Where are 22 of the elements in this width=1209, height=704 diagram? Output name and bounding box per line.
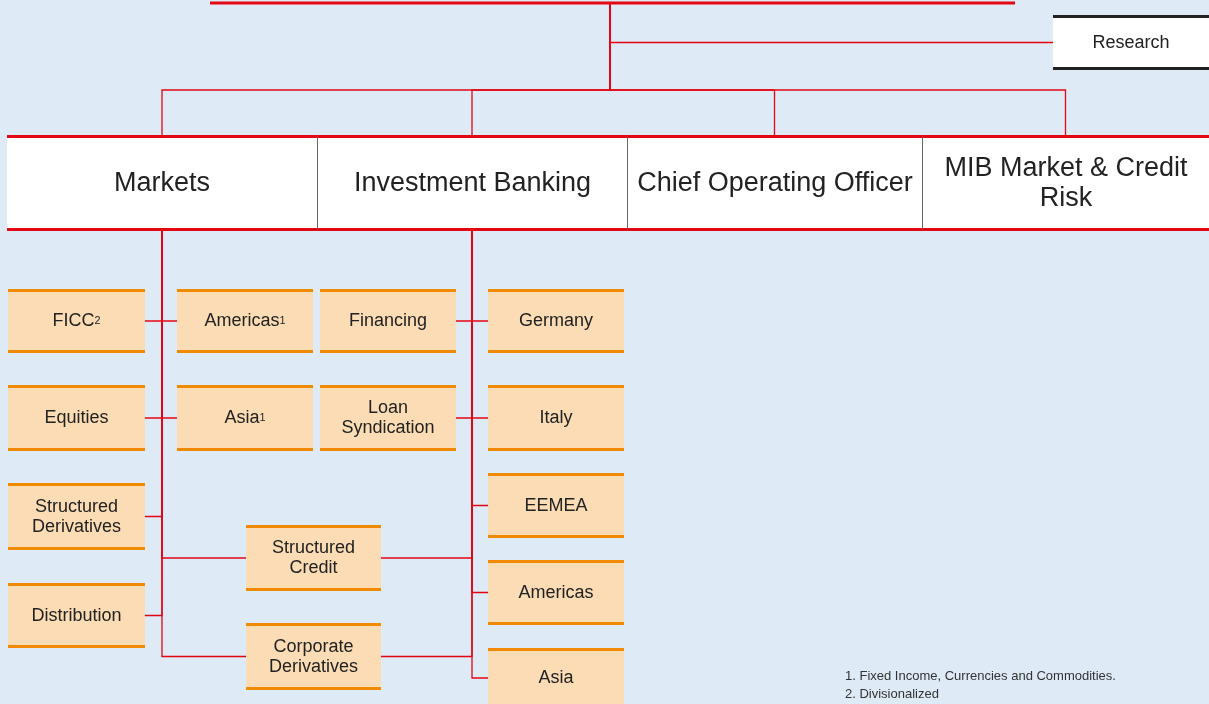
unit-box: Financing xyxy=(320,289,456,353)
division-header: Investment Banking xyxy=(317,135,627,231)
unit-box: Structured Credit xyxy=(246,525,381,591)
unit-box: Equities xyxy=(8,385,145,451)
unit-box: Germany xyxy=(488,289,624,353)
unit-box: Asia xyxy=(488,648,624,704)
division-header: Chief Operating Officer xyxy=(627,135,922,231)
unit-box: Italy xyxy=(488,385,624,451)
division-header: Markets xyxy=(7,135,317,231)
division-header: MIB Market & Credit Risk xyxy=(922,135,1209,231)
unit-box: Americas$^{1}$ xyxy=(177,289,313,353)
footnote: 2. Divisionalized xyxy=(845,686,939,701)
unit-box: EEMEA xyxy=(488,473,624,538)
unit-box: Loan Syndication xyxy=(320,385,456,451)
unit-box: Asia$^{1}$ xyxy=(177,385,313,451)
unit-box: Research xyxy=(1053,15,1209,70)
footnote: 1. Fixed Income, Currencies and Commodities. xyxy=(845,668,1116,683)
unit-box: Distribution xyxy=(8,583,145,648)
unit-box: Americas xyxy=(488,560,624,625)
unit-box: Structured Derivatives xyxy=(8,483,145,550)
unit-box: Corporate Derivatives xyxy=(246,623,381,690)
unit-box: FICC$^{2}$ xyxy=(8,289,145,353)
